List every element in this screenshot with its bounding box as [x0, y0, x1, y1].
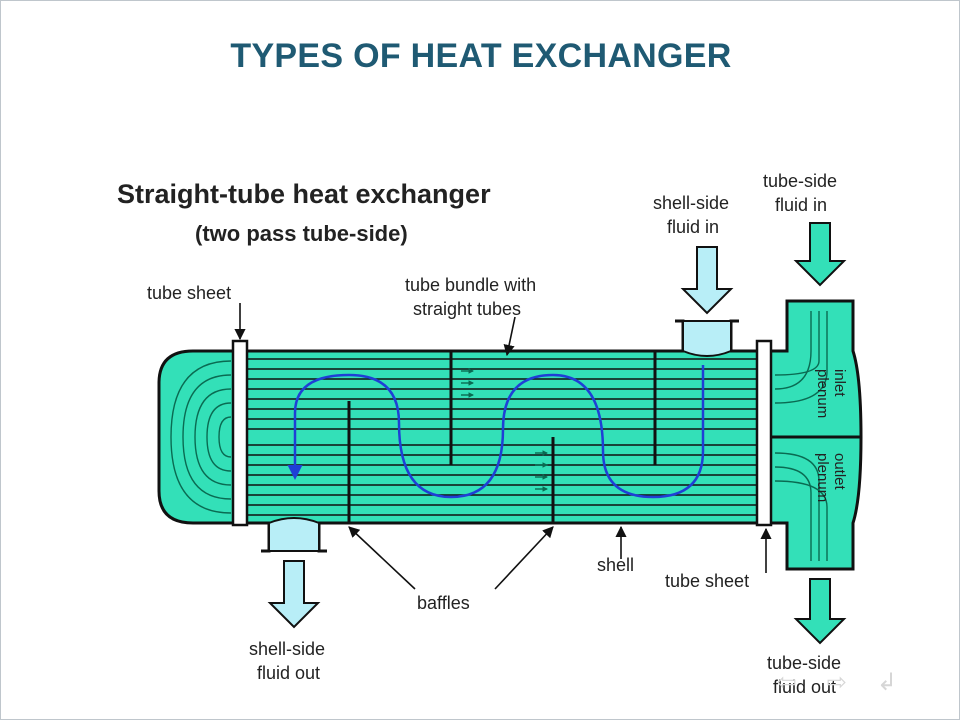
- label-tube-in-2: fluid in: [775, 195, 827, 215]
- slide-nav: ⇦ ⇨ ↲: [777, 668, 897, 697]
- label-tube-out-2: fluid out: [773, 677, 836, 697]
- label-inlet-1: inlet: [831, 369, 848, 397]
- tube-bundle: [235, 358, 767, 516]
- diagram-subheading: (two pass tube-side): [195, 221, 408, 246]
- tube-in-arrow: [793, 222, 847, 287]
- label-inlet-2: plenum: [814, 369, 831, 418]
- back-icon[interactable]: ⇦: [776, 669, 797, 696]
- shell-inlet-fluid: [682, 320, 732, 357]
- diagram-heading: Straight-tube heat exchanger: [117, 179, 491, 209]
- label-shell: shell: [597, 555, 634, 575]
- label-tube-sheet-right: tube sheet: [665, 571, 749, 591]
- tube-sheet-left: [231, 339, 249, 527]
- heat-exchanger-diagram: Straight-tube heat exchanger (two pass t…: [63, 161, 899, 707]
- label-tube-sheet-left: tube sheet: [147, 283, 231, 303]
- shell-flow-path: [287, 365, 705, 499]
- shell-outlet-fluid: [268, 517, 320, 552]
- label-tube-out-1: tube-side: [767, 653, 841, 673]
- tube-flow-ticks: [461, 368, 549, 492]
- right-plenum: [765, 299, 863, 571]
- plenum-flow-lines: [774, 311, 828, 561]
- tube-out-arrow: [793, 578, 847, 645]
- label-tube-bundle-2: straight tubes: [413, 299, 521, 319]
- diagram-canvas: Straight-tube heat exchanger (two pass t…: [117, 171, 863, 697]
- label-shell-in-1: shell-side: [653, 193, 729, 213]
- label-tube-in-1: tube-side: [763, 171, 837, 191]
- label-shell-out-1: shell-side: [249, 639, 325, 659]
- shell-body: [233, 349, 769, 525]
- label-shell-in-2: fluid in: [667, 217, 719, 237]
- baffles: [347, 351, 657, 523]
- tube-sheet-right: [755, 339, 773, 527]
- label-outlet-1: outlet: [831, 453, 848, 491]
- label-shell-out-2: fluid out: [257, 663, 320, 683]
- shell-out-arrow: [267, 560, 321, 629]
- label-tube-bundle-1: tube bundle with: [405, 275, 536, 295]
- forward-icon[interactable]: ⇨: [826, 669, 847, 696]
- leader-arrows: [234, 303, 772, 590]
- return-icon[interactable]: ↲: [876, 669, 897, 696]
- label-baffles: baffles: [417, 593, 470, 613]
- label-outlet-2: plenum: [814, 453, 831, 502]
- slide-title: TYPES OF HEAT EXCHANGER: [230, 37, 732, 75]
- return-flow-lines: [170, 360, 232, 514]
- shell-in-arrow: [680, 246, 734, 315]
